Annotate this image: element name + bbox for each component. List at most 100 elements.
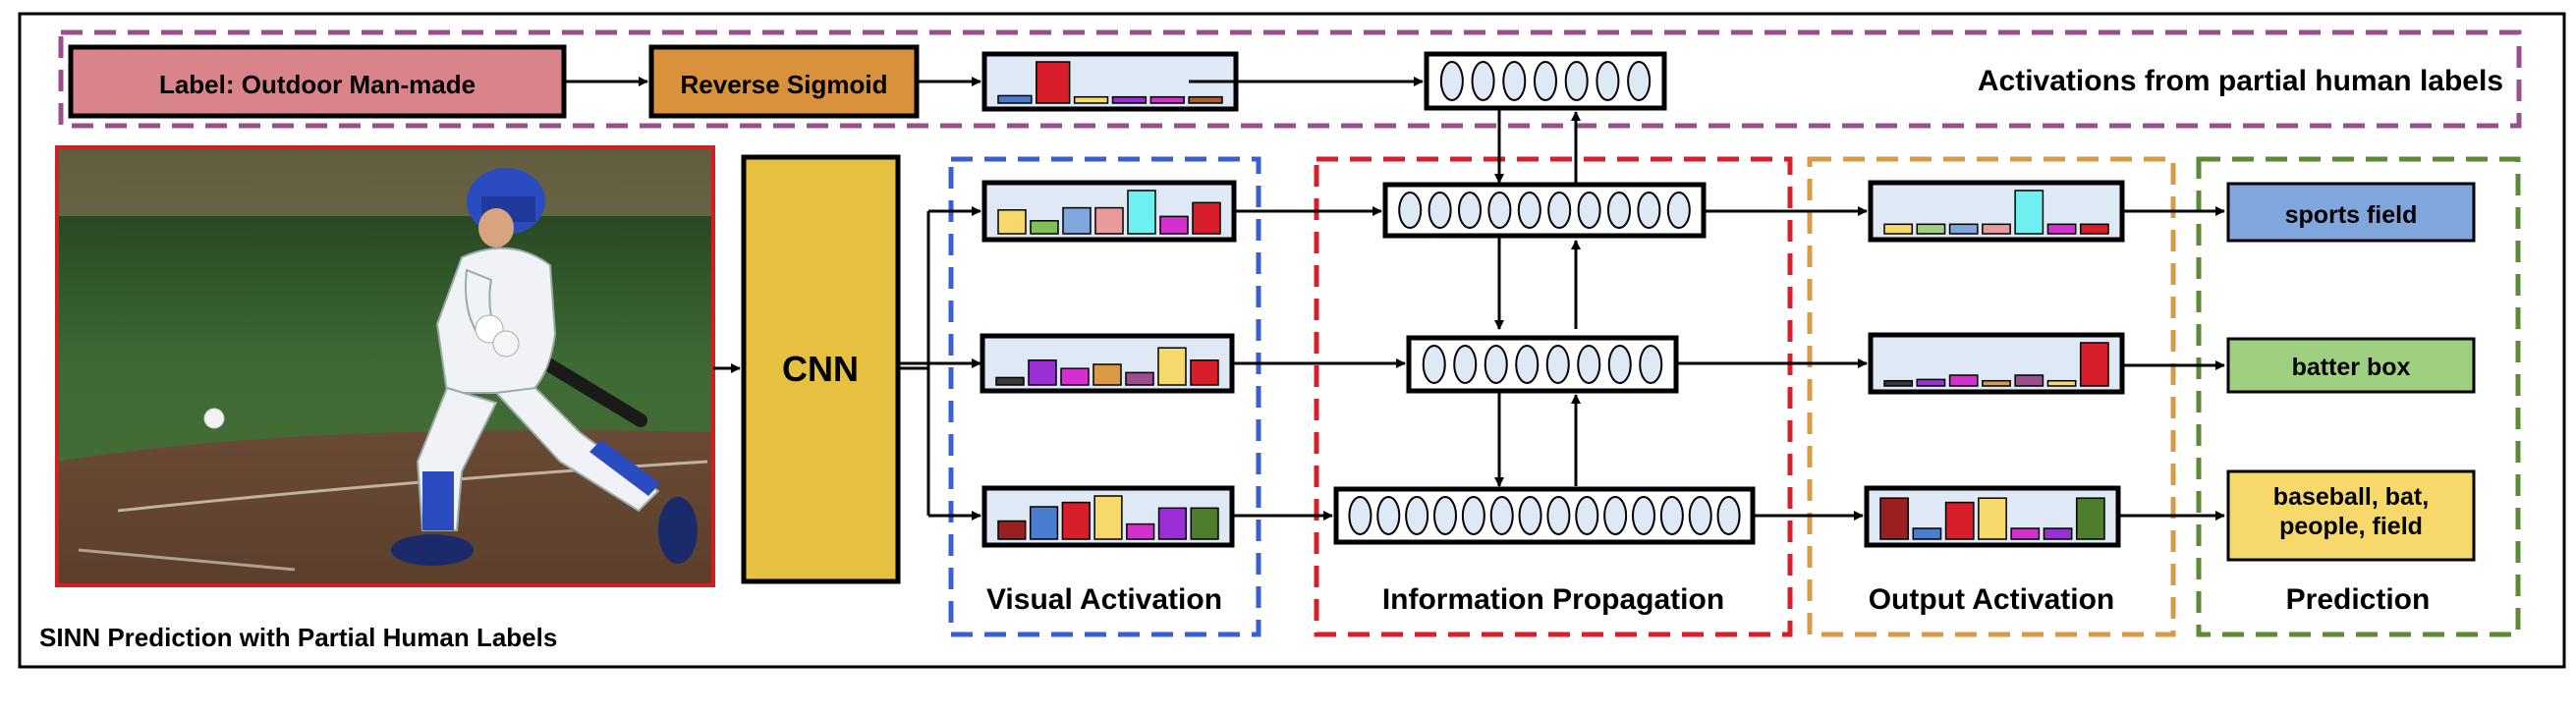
histogram-bar xyxy=(1030,220,1059,235)
output-histogram-bottom xyxy=(1864,485,2121,548)
histogram-bar xyxy=(2075,497,2105,540)
cnn-box xyxy=(741,154,901,584)
prediction-text-1: sports field xyxy=(2285,201,2418,229)
prediction-text-line: people, field xyxy=(2279,513,2423,540)
histogram-bar xyxy=(1157,507,1188,540)
neuron-node xyxy=(1502,61,1527,101)
neuron-node xyxy=(1545,345,1570,384)
neuron-node xyxy=(1534,61,1557,101)
neuron-node xyxy=(1603,496,1628,535)
histogram-bar xyxy=(1916,223,1946,235)
neuron-node xyxy=(1518,496,1542,535)
neuron-node xyxy=(1515,345,1540,384)
neuron-node xyxy=(1659,496,1684,535)
histogram-bar xyxy=(1912,527,1942,540)
histogram-bar xyxy=(1028,359,1057,386)
histogram-bar xyxy=(1948,223,1979,235)
information-propagation-region xyxy=(1314,156,1793,637)
information-propagation-label: Information Propagation xyxy=(1382,583,1724,616)
propagation-nodes-top xyxy=(1382,182,1707,239)
neuron-node xyxy=(1596,61,1620,101)
prediction-text-3: baseball, bat,people, field xyxy=(2273,483,2429,540)
outer-frame xyxy=(18,12,2566,669)
histogram-bar xyxy=(1062,206,1092,235)
cnn-label: CNN xyxy=(782,349,859,389)
histogram-bar xyxy=(1883,379,1914,387)
neuron-node xyxy=(1547,192,1572,229)
prediction-box-sports-field xyxy=(2226,182,2476,243)
partial-label-nodes xyxy=(1424,51,1667,111)
histogram-bar xyxy=(1157,347,1187,386)
histogram-bar xyxy=(1982,223,2011,235)
histogram-bar xyxy=(1029,506,1059,540)
histogram-bar xyxy=(997,94,1033,104)
histogram-bar xyxy=(1883,223,1914,235)
prediction-box-batter-box xyxy=(2226,337,2476,394)
visual-histogram-middle xyxy=(980,333,1235,394)
neuron-node xyxy=(1458,192,1482,229)
histogram-bar xyxy=(1036,61,1071,104)
histogram-bar xyxy=(2014,190,2044,235)
neuron-node xyxy=(1639,345,1663,384)
prediction-text-2: batter box xyxy=(2292,354,2411,381)
input-photo xyxy=(55,145,715,587)
histogram-bar xyxy=(1190,507,1219,540)
visual-histogram-bottom xyxy=(981,485,1235,548)
histogram-bar xyxy=(1879,497,1910,540)
neuron-node xyxy=(1546,496,1571,535)
histogram-bar xyxy=(1944,501,1975,540)
neuron-node xyxy=(1627,61,1652,101)
visual-activation-label: Visual Activation xyxy=(986,583,1222,616)
neuron-node xyxy=(1484,345,1508,384)
output-activation-label: Output Activation xyxy=(1869,583,2115,616)
prediction-region xyxy=(2196,156,2521,637)
neuron-node xyxy=(1577,345,1601,384)
neuron-node xyxy=(1422,345,1446,384)
histogram-bar xyxy=(1127,190,1156,235)
neuron-node xyxy=(1577,192,1601,229)
neuron-node xyxy=(1607,345,1632,384)
neuron-node xyxy=(1607,192,1631,229)
neuron-node xyxy=(1637,192,1661,229)
histogram-bar xyxy=(1978,497,2007,540)
output-activation-region xyxy=(1807,156,2176,637)
histogram-bar xyxy=(1126,522,1155,540)
histogram-bar xyxy=(1092,363,1122,386)
neuron-node xyxy=(1666,192,1691,229)
histogram-bar xyxy=(1073,95,1109,104)
neuron-node xyxy=(1575,496,1599,535)
neuron-node xyxy=(1439,61,1464,101)
histogram-bar xyxy=(2046,379,2077,387)
histogram-bar xyxy=(2046,223,2077,235)
histogram-bar xyxy=(2079,223,2109,235)
connector-arrows xyxy=(564,77,2225,521)
histogram-bar xyxy=(1149,95,1185,104)
histogram-bar xyxy=(1192,201,1221,235)
histogram-bar xyxy=(1159,215,1189,235)
histogram-bar xyxy=(997,520,1027,540)
histogram-bar xyxy=(1982,379,2011,387)
neuron-node xyxy=(1376,496,1401,535)
histogram-bar xyxy=(2010,527,2041,540)
prediction-label: Prediction xyxy=(2286,583,2431,616)
neuron-node xyxy=(1688,496,1712,535)
neuron-node xyxy=(1348,496,1372,535)
figure-caption: SINN Prediction with Partial Human Label… xyxy=(39,623,557,652)
neuron-node xyxy=(1489,496,1514,535)
prediction-text-line: baseball, bat, xyxy=(2273,483,2429,511)
histogram-bar xyxy=(1093,495,1123,540)
output-histogram-top xyxy=(1868,180,2125,243)
neuron-node xyxy=(1405,496,1429,535)
neuron-node xyxy=(1398,192,1423,229)
label-box-text: Label: Outdoor Man-made xyxy=(159,70,476,99)
histogram-bar xyxy=(2014,374,2044,387)
propagation-nodes-middle xyxy=(1406,335,1679,394)
output-histogram-middle xyxy=(1868,332,2125,395)
neuron-node xyxy=(1433,496,1457,535)
histogram-bar xyxy=(2079,342,2109,387)
neuron-node xyxy=(1453,345,1478,384)
histogram-bar xyxy=(2043,527,2073,540)
histogram-bar xyxy=(1094,206,1124,235)
